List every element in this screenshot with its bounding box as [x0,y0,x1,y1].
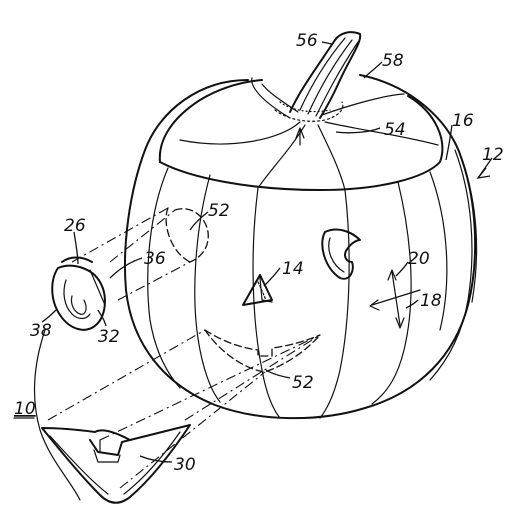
label-30: 30 [174,455,196,475]
assembly-squiggle [33,329,81,501]
small-ring-cutter [51,256,106,331]
label-32: 32 [98,327,120,347]
label-36: 36 [144,249,166,269]
label-58: 58 [382,51,404,71]
reference-labels: 56 58 54 16 12 26 52 14 20 36 18 38 32 1… [13,31,504,475]
label-14: 14 [282,259,304,279]
projection-lines-upper [71,207,209,301]
rotation-arrows [369,269,421,329]
label-10: 10 [14,399,36,419]
leader-lines [41,41,493,463]
label-18: 18 [420,291,442,311]
label-12: 12 [482,145,504,165]
triangle-eye-cutout [242,274,273,306]
pumpkin-stem [289,31,362,119]
label-26: 26 [64,216,86,236]
label-52-upper: 52 [208,201,230,221]
label-52-lower: 52 [292,373,314,393]
label-54: 54 [384,120,406,140]
projection-lines-lower [47,329,321,489]
label-38: 38 [30,321,52,341]
crescent-eye-cutout [321,228,361,280]
mouth-cutter [41,424,191,504]
label-20: 20 [408,249,430,269]
rim-arrow [295,127,305,146]
label-56: 56 [296,31,318,51]
pumpkin-body [123,74,478,420]
label-16: 16 [452,111,474,131]
